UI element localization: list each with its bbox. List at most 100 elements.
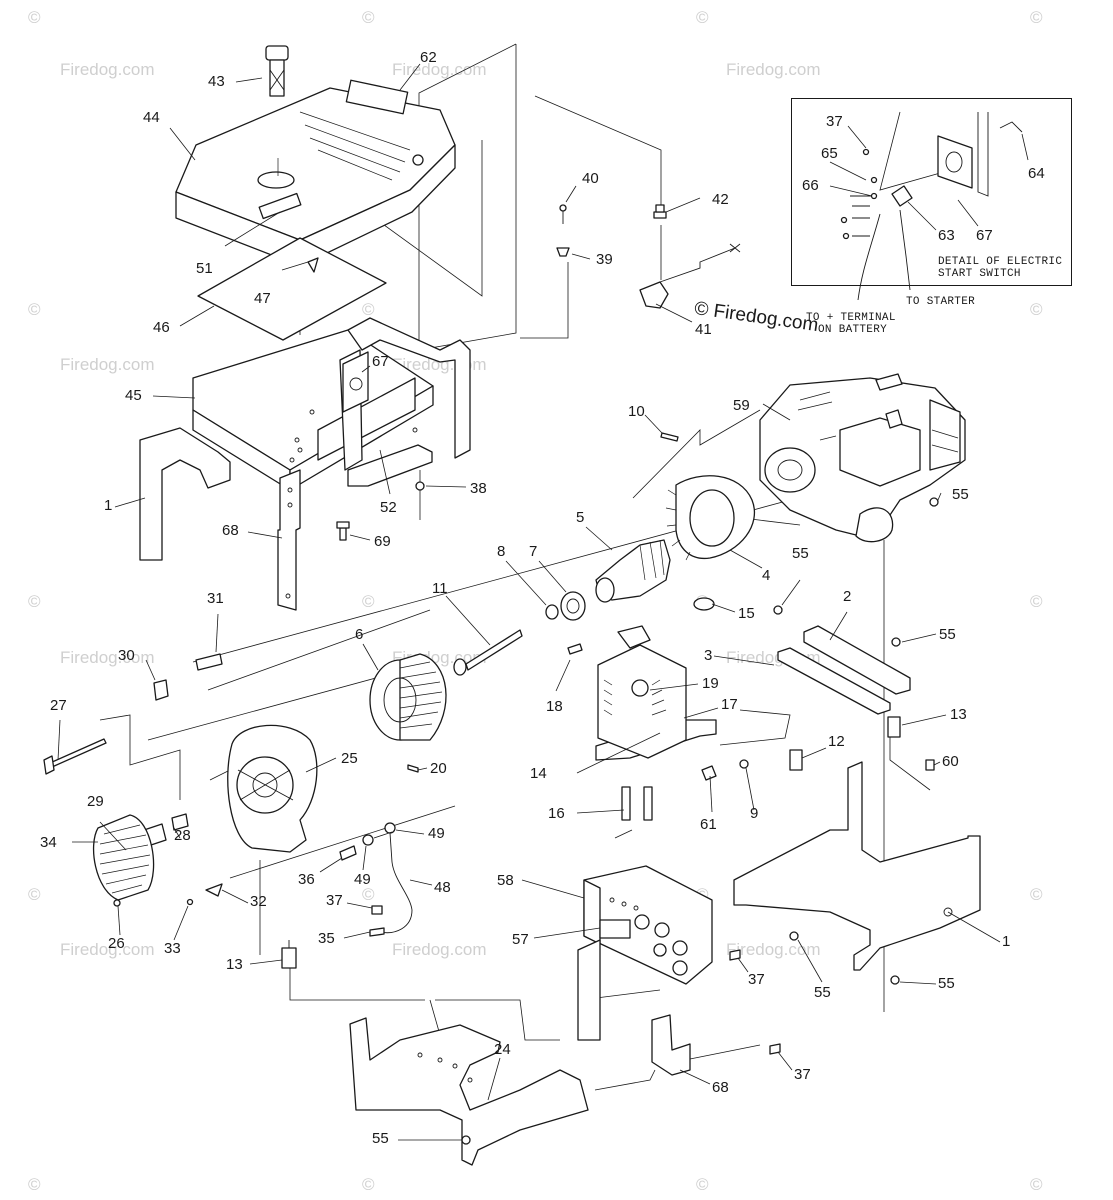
detail-title-line2: START SWITCH	[938, 268, 1021, 280]
switch-bracket	[342, 351, 369, 413]
detail-frame	[791, 98, 1072, 286]
callout-1: 1	[1002, 933, 1011, 950]
fan-housing	[665, 475, 756, 561]
electric-start-detail	[840, 112, 1023, 301]
callout-16: 16	[548, 805, 565, 822]
muffler	[597, 625, 687, 759]
callout-55: 55	[792, 545, 809, 562]
engine	[759, 373, 966, 543]
callout-52: 52	[380, 499, 397, 516]
watermark-symbol: ©	[1030, 592, 1043, 611]
callout-66: 66	[802, 177, 819, 194]
fuel-cap	[265, 45, 289, 97]
callout-62: 62	[420, 49, 437, 66]
end-cover-grill	[92, 814, 155, 901]
fuel-tank	[175, 79, 456, 267]
callout-14: 14	[530, 765, 547, 782]
exhaust-gasket	[693, 597, 715, 611]
watermark-symbol: ©	[28, 300, 41, 319]
callout-55: 55	[939, 626, 956, 643]
watermark-symbol: ©	[28, 592, 41, 611]
callout-13: 13	[226, 956, 243, 973]
callout-67: 67	[372, 353, 389, 370]
callout-64: 64	[1028, 165, 1045, 182]
bearing	[545, 591, 586, 621]
watermark-text: Firedog.com	[60, 940, 155, 959]
callout-46: 46	[153, 319, 170, 336]
callout-39: 39	[596, 251, 613, 268]
callout-2: 2	[843, 588, 852, 605]
callout-6: 6	[355, 626, 364, 643]
note-battery-line2: ON BATTERY	[818, 324, 888, 336]
callout-7: 7	[529, 543, 538, 560]
note-to-starter: TO STARTER	[906, 296, 976, 308]
watermark-symbol: ©	[362, 592, 375, 611]
callout-17: 17	[721, 696, 738, 713]
watermark-text: Firedog.com	[60, 355, 155, 374]
watermark-symbol: ©	[1030, 8, 1043, 27]
callout-51: 51	[196, 260, 213, 277]
callout-45: 45	[125, 387, 142, 404]
watermark-text: Firedog.com	[392, 60, 487, 79]
brush	[407, 764, 419, 773]
callout-61: 61	[700, 816, 717, 833]
callout-69: 69	[374, 533, 391, 550]
callout-33: 33	[164, 940, 181, 957]
callout-11: 11	[432, 580, 448, 597]
callout-28: 28	[174, 827, 191, 844]
watermark-symbol: ©	[28, 1175, 41, 1194]
callout-49: 49	[354, 871, 371, 888]
watermark-symbol: ©	[28, 885, 41, 904]
mounting-rails	[777, 625, 911, 715]
key-switch	[639, 243, 741, 309]
watermark-symbol: ©	[362, 1175, 375, 1194]
control-panel	[583, 865, 713, 985]
callout-68: 68	[222, 522, 239, 539]
callout-20: 20	[430, 760, 447, 777]
watermark-symbol: ©	[1030, 1175, 1043, 1194]
watermark-text: Firedog.com	[392, 940, 487, 959]
callout-3: 3	[704, 647, 713, 664]
callout-55: 55	[938, 975, 955, 992]
leader-lines	[57, 63, 1029, 1141]
callout-1: 1	[104, 497, 113, 514]
small-hardware	[113, 883, 223, 907]
callout-31: 31	[207, 590, 224, 607]
watermark-symbol: ©	[362, 885, 375, 904]
ground-wire	[339, 822, 413, 934]
watermark-text: Firedog.com	[60, 60, 155, 79]
callout-37: 37	[326, 892, 343, 909]
callout-19: 19	[702, 675, 719, 692]
stator	[369, 653, 447, 741]
callout-63: 63	[938, 227, 955, 244]
callout-10: 10	[628, 403, 645, 420]
callout-55: 55	[952, 486, 969, 503]
callout-41: 41	[695, 321, 712, 338]
watermark-text: Firedog.com	[726, 60, 821, 79]
callout-40: 40	[582, 170, 599, 187]
fasteners	[336, 204, 679, 541]
tank-gasket	[197, 237, 387, 341]
watermark-symbol: ©	[1030, 885, 1043, 904]
callout-65: 65	[821, 145, 838, 162]
detail-title-line1: DETAIL OF ELECTRIC	[938, 256, 1063, 268]
callout-26: 26	[108, 935, 125, 952]
grommet	[153, 653, 223, 701]
callout-18: 18	[546, 698, 563, 715]
callout-47: 47	[254, 290, 271, 307]
watermark-symbol: ©	[362, 8, 375, 27]
callout-58: 58	[497, 872, 514, 889]
callout-37: 37	[748, 971, 765, 988]
callout-25: 25	[341, 750, 358, 767]
rotor	[595, 539, 671, 603]
callout-24: 24	[494, 1041, 511, 1058]
callout-57: 57	[512, 931, 529, 948]
callout-9: 9	[750, 805, 759, 822]
callout-15: 15	[738, 605, 755, 622]
callout-29: 29	[87, 793, 104, 810]
long-bolt	[43, 738, 107, 775]
callout-67: 67	[976, 227, 993, 244]
callout-55: 55	[372, 1130, 389, 1147]
